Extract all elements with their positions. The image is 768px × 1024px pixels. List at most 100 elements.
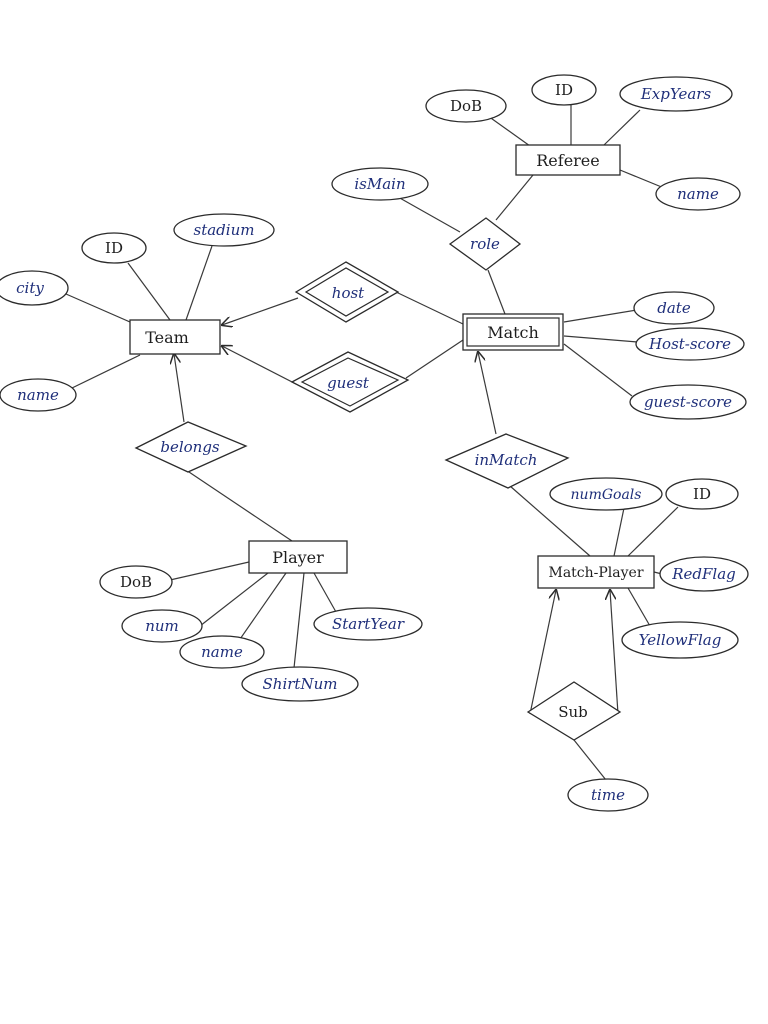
attribute-player-name-label: name <box>201 643 243 661</box>
attribute-team-id: ID <box>81 232 147 264</box>
relationship-sub: Sub <box>526 681 622 741</box>
entity-match: Match <box>462 313 564 351</box>
line-match-hostscore <box>563 335 639 343</box>
attribute-sub-time-label: time <box>591 786 625 804</box>
attribute-team-name-label: name <box>17 386 59 404</box>
relationship-guest-label: guest <box>327 374 370 392</box>
attribute-referee-name: name <box>655 177 741 211</box>
line-host-team <box>222 297 299 325</box>
line-player-num <box>199 572 269 627</box>
line-sub-time <box>573 739 607 781</box>
attribute-match-guest-score: guest-score <box>629 384 747 420</box>
line-inmatch-mp <box>509 485 591 557</box>
line-belongs-team <box>174 354 185 423</box>
attribute-match-host-score-label: Host-score <box>648 335 731 353</box>
line-player-shirtnum <box>293 572 305 669</box>
line-player-startyear <box>313 572 337 613</box>
line-mp-numgoals <box>613 507 625 557</box>
line-referee-exp <box>603 109 641 146</box>
entity-team-label: Team <box>145 328 189 347</box>
attribute-player-num: num <box>121 609 203 643</box>
attribute-team-name: name <box>0 378 77 412</box>
line-team-id <box>127 262 171 321</box>
attribute-mp-red-flag-label: RedFlag <box>671 565 736 583</box>
entity-player: Player <box>248 540 348 574</box>
attribute-mp-num-goals-label: numGoals <box>571 487 642 503</box>
attribute-mp-id: ID <box>665 478 739 510</box>
attribute-referee-exp-years-label: ExpYears <box>640 85 712 103</box>
connectors <box>65 104 679 781</box>
entity-player-label: Player <box>272 548 324 567</box>
line-player-dob <box>169 561 250 581</box>
attribute-mp-yellow-flag-label: YellowFlag <box>639 631 722 649</box>
relationship-sub-label: Sub <box>558 703 588 721</box>
line-referee-role <box>495 174 534 221</box>
relationship-inmatch: inMatch <box>444 433 570 489</box>
relationship-inmatch-label: inMatch <box>475 451 538 469</box>
line-sub-mp-left <box>529 590 556 715</box>
attribute-match-guest-score-label: guest-score <box>644 393 732 411</box>
line-host-match <box>395 291 464 325</box>
attribute-team-stadium: stadium <box>173 213 275 247</box>
attribute-referee-dob: DoB <box>425 89 507 123</box>
line-belongs-player <box>185 469 293 542</box>
line-mp-yellowflag <box>627 587 651 627</box>
attribute-player-start-year-label: StartYear <box>332 615 405 633</box>
line-player-name <box>237 572 287 643</box>
attribute-referee-name-label: name <box>677 185 719 203</box>
attribute-player-start-year: StartYear <box>313 607 423 641</box>
attribute-player-shirt-num-label: ShirtNum <box>263 675 338 693</box>
line-referee-name <box>619 169 665 189</box>
line-referee-dob <box>487 115 531 147</box>
attribute-mp-num-goals: numGoals <box>549 477 663 511</box>
line-match-guestscore <box>563 343 633 397</box>
attribute-role-is-main-label: isMain <box>354 175 405 193</box>
attribute-mp-id-label: ID <box>693 485 711 503</box>
entity-match-player: Match-Player <box>537 555 655 589</box>
attribute-referee-id-label: ID <box>555 81 573 99</box>
line-team-name <box>71 354 141 389</box>
entity-referee: Referee <box>515 144 621 176</box>
attribute-player-dob-label: DoB <box>120 573 152 591</box>
line-match-date <box>563 309 638 323</box>
attribute-mp-yellow-flag: YellowFlag <box>621 621 739 659</box>
attribute-referee-dob-label: DoB <box>450 97 482 115</box>
attribute-team-city-label: city <box>16 279 44 297</box>
relationship-role: role <box>448 217 522 271</box>
entity-team: Team <box>129 319 221 355</box>
line-team-city <box>65 293 131 323</box>
relationship-host: host <box>294 261 400 323</box>
attribute-referee-id: ID <box>531 74 597 106</box>
attribute-match-date-label: date <box>657 299 691 317</box>
line-team-stadium <box>185 245 213 321</box>
relationship-role-label: role <box>470 235 500 253</box>
relationship-host-label: host <box>332 284 365 302</box>
attribute-match-date: date <box>633 291 715 325</box>
line-guest-match <box>405 339 464 379</box>
entity-referee-label: Referee <box>536 151 600 170</box>
relationship-belongs-label: belongs <box>160 438 220 456</box>
attribute-team-stadium-label: stadium <box>194 221 255 239</box>
attribute-team-id-label: ID <box>105 239 123 257</box>
line-guest-team <box>222 346 297 385</box>
line-inmatch-match <box>478 352 497 435</box>
attribute-mp-red-flag: RedFlag <box>659 556 749 592</box>
attribute-player-num-label: num <box>145 617 179 635</box>
line-mp-id <box>627 506 679 557</box>
entity-match-label: Match <box>487 323 539 342</box>
line-role-ismain <box>397 196 461 233</box>
attribute-sub-time: time <box>567 778 649 812</box>
entity-match-player-label: Match-Player <box>548 565 643 581</box>
relationship-belongs: belongs <box>134 421 248 473</box>
attribute-team-city: city <box>0 270 69 306</box>
attribute-player-dob: DoB <box>99 565 173 599</box>
line-sub-mp-right <box>610 590 619 715</box>
attribute-match-host-score: Host-score <box>635 327 745 361</box>
line-role-match <box>487 269 506 315</box>
relationship-guest: guest <box>290 351 410 413</box>
attribute-player-shirt-num: ShirtNum <box>241 666 359 702</box>
attribute-player-name: name <box>179 635 265 669</box>
attribute-referee-exp-years: ExpYears <box>619 76 733 112</box>
attribute-role-is-main: isMain <box>331 167 429 201</box>
